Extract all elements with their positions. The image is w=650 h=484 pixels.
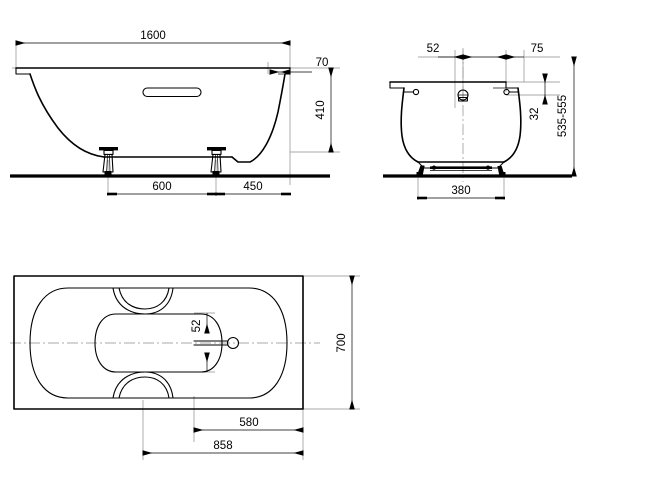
front-tub-outline	[15, 67, 291, 163]
dimension-side-waste-offset-52: 52	[427, 43, 488, 60]
dimension-side-rim-75: 75	[488, 43, 544, 60]
dimension-front-foot-spacing-600: 600	[107, 181, 217, 196]
side-waste-overflow-fitting	[457, 89, 469, 102]
side-tub-outline	[389, 81, 522, 163]
dimension-label-858: 858	[213, 440, 232, 452]
front-support-foot-right	[207, 147, 226, 175]
side-support-foot-right	[497, 166, 506, 176]
dimension-label-plan-52: 52	[191, 320, 203, 333]
front-elevation-view: 1600 70 410	[10, 30, 340, 196]
dimension-plan-waste-offset-52: 52	[191, 313, 210, 372]
dimension-label-75: 75	[531, 43, 544, 55]
plan-grip-handle-bottom	[112, 371, 174, 399]
dimension-side-overflow-32: 32	[529, 73, 548, 121]
front-extension-lines	[12, 42, 340, 196]
dimension-side-height-535-555: 535-555	[557, 56, 577, 177]
side-grip-handle-right	[503, 88, 519, 96]
side-support-foot-left	[416, 165, 425, 176]
plan-base-contour	[94, 313, 223, 373]
dimension-plan-waste-to-grip-580: 580	[193, 417, 304, 433]
dimension-label-700: 700	[336, 333, 348, 352]
side-elevation-view: 52 75 32 535-555	[383, 43, 577, 200]
dimension-label-380: 380	[451, 185, 470, 197]
plan-extension-lines	[10, 275, 360, 460]
front-grip-handle	[142, 87, 202, 98]
dimension-label-535-555: 535-555	[557, 95, 569, 137]
dimension-side-foot-width-380: 380	[417, 185, 505, 200]
plan-view: 52 700 580 858	[10, 275, 360, 460]
side-support-frame	[417, 161, 505, 171]
dimension-label-450: 450	[243, 181, 262, 193]
dimension-label-side-52: 52	[427, 43, 440, 55]
side-grip-handle-left	[403, 88, 420, 96]
dimension-label-410: 410	[315, 100, 327, 119]
dimension-label-1600: 1600	[140, 30, 166, 42]
dimension-label-600: 600	[152, 181, 171, 193]
dimension-front-length-1600: 1600	[15, 30, 291, 46]
dimension-plan-grip-to-end-858: 858	[142, 440, 304, 456]
dimension-label-32: 32	[529, 108, 541, 121]
dimension-label-580: 580	[239, 417, 258, 429]
plan-bowl-contour	[29, 287, 288, 399]
dimension-plan-width-700: 700	[336, 275, 355, 410]
dimension-front-foot-to-end-450: 450	[215, 181, 291, 196]
plan-outer-rim	[13, 275, 304, 410]
front-support-foot-left	[99, 147, 118, 175]
plan-waste-outlet	[193, 336, 240, 350]
plan-grip-handle-top	[112, 287, 174, 315]
dimension-front-height-410: 410	[315, 67, 334, 153]
dimension-label-70: 70	[316, 57, 329, 69]
dimension-front-overhang-70: 70	[269, 57, 329, 75]
